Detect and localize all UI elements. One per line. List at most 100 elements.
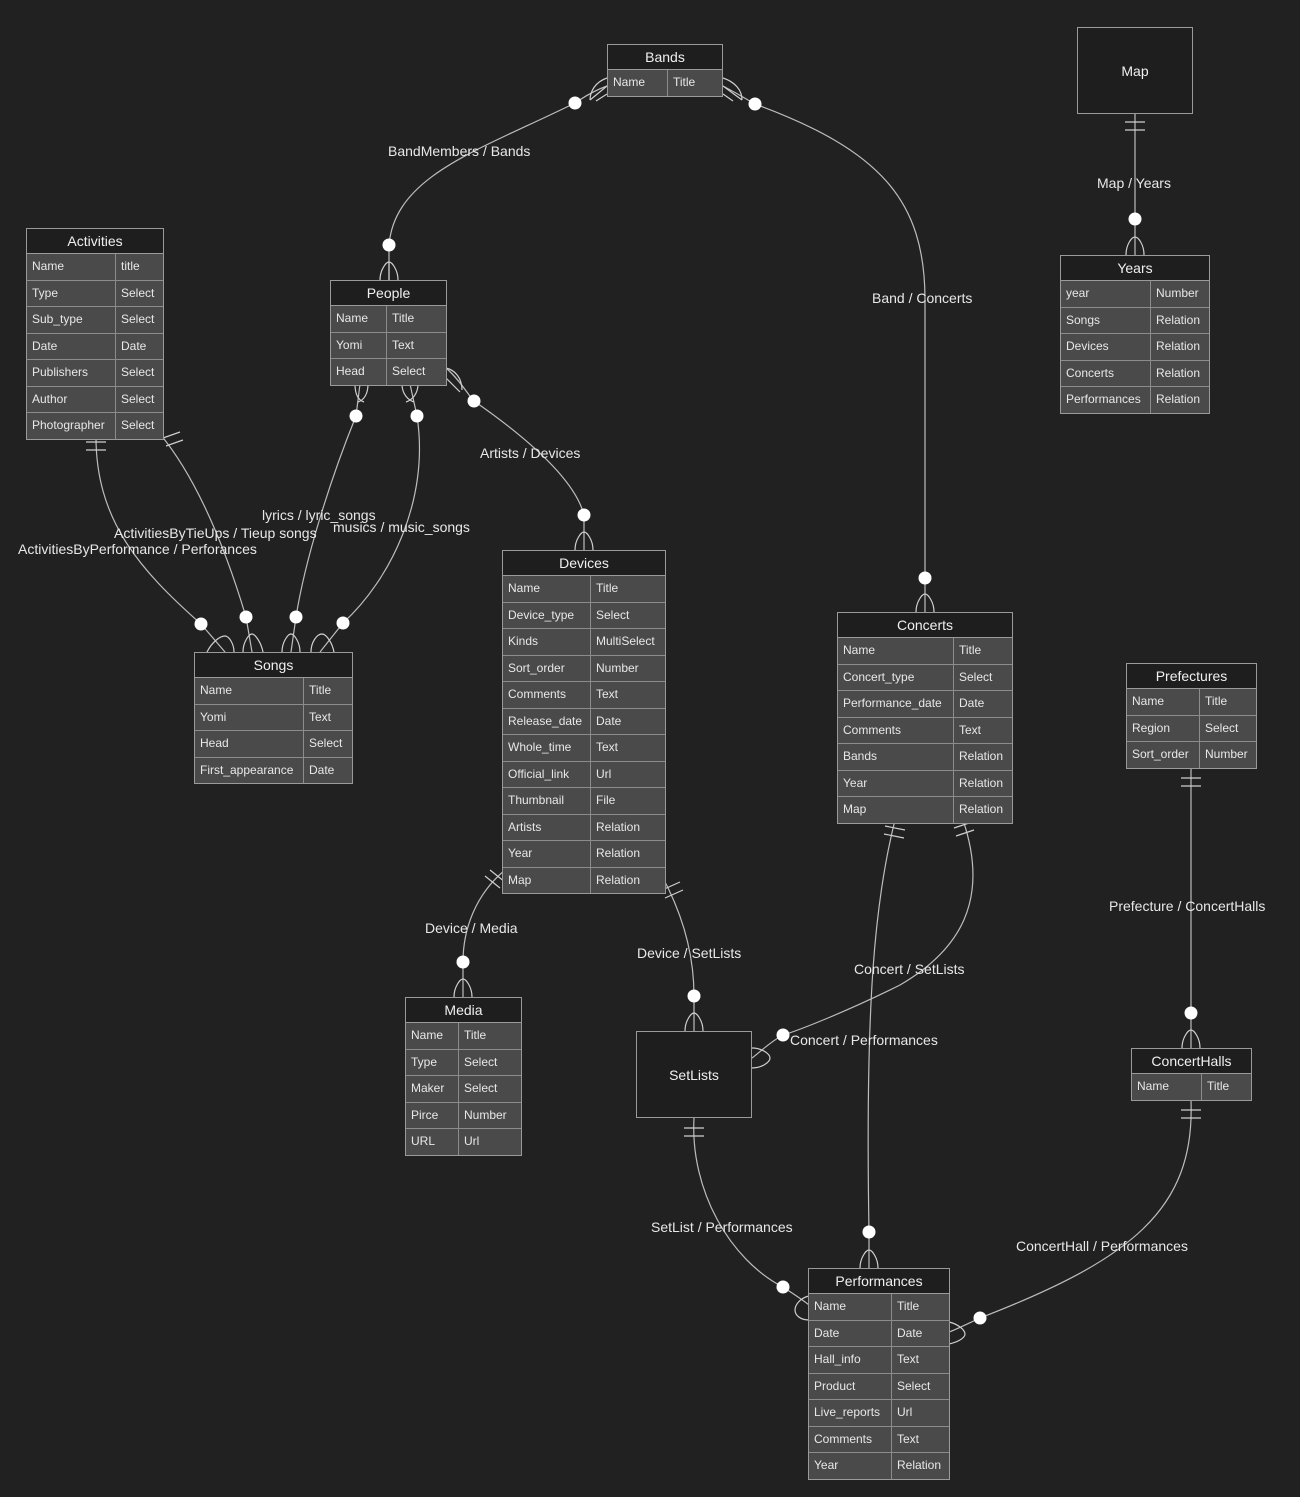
field-type: Select bbox=[116, 307, 163, 333]
field-name: Yomi bbox=[195, 704, 304, 730]
field-type: Relation bbox=[1151, 387, 1209, 413]
entity-prefectures-title: Prefectures bbox=[1127, 664, 1256, 689]
field-name: Photographer bbox=[27, 413, 116, 439]
field-name: Year bbox=[503, 841, 591, 867]
field-type: Date bbox=[954, 691, 1012, 717]
field-type: File bbox=[591, 788, 665, 814]
label-lyrics: lyrics / lyric_songs bbox=[262, 507, 376, 523]
field-name: Product bbox=[809, 1373, 892, 1399]
field-name: Author bbox=[27, 386, 116, 412]
entity-setlists[interactable]: SetLists bbox=[636, 1031, 752, 1118]
field-name: Date bbox=[27, 333, 116, 359]
field-type: Select bbox=[459, 1076, 521, 1102]
field-name: Name bbox=[838, 638, 954, 664]
entity-map[interactable]: Map bbox=[1077, 27, 1193, 114]
field-name: Type bbox=[406, 1049, 459, 1075]
field-name: Name bbox=[809, 1294, 892, 1320]
field-name: Device_type bbox=[503, 602, 591, 628]
field-type: Title bbox=[1200, 689, 1256, 715]
edge-band-concerts bbox=[722, 85, 926, 612]
field-type: Text bbox=[954, 717, 1012, 743]
entity-media-title: Media bbox=[406, 998, 521, 1023]
edge-concert-setlists bbox=[751, 819, 974, 1059]
field-name: Date bbox=[809, 1320, 892, 1346]
field-name: Artists bbox=[503, 814, 591, 840]
field-name: Map bbox=[503, 867, 591, 893]
field-type: Url bbox=[892, 1400, 949, 1426]
field-type: Title bbox=[591, 576, 665, 602]
field-type: Date bbox=[892, 1320, 949, 1346]
field-type: Relation bbox=[892, 1453, 949, 1479]
field-name: Comments bbox=[838, 717, 954, 743]
field-name: URL bbox=[406, 1129, 459, 1155]
entity-activities-title: Activities bbox=[27, 229, 163, 254]
field-type: Date bbox=[591, 708, 665, 734]
field-type: Title bbox=[459, 1023, 521, 1049]
label-artists-devices: Artists / Devices bbox=[480, 445, 581, 461]
many-markers bbox=[206, 77, 1201, 1345]
edge-musics bbox=[319, 383, 421, 653]
field-type: Relation bbox=[954, 770, 1012, 796]
label-tieups: ActivitiesByTieUps / Tieup songs bbox=[114, 525, 317, 541]
field-name: Concerts bbox=[1061, 360, 1151, 386]
field-type: Relation bbox=[591, 841, 665, 867]
field-type: Url bbox=[459, 1129, 521, 1155]
field-name: Name bbox=[195, 678, 304, 704]
field-type: Text bbox=[892, 1426, 949, 1452]
field-name: Pirce bbox=[406, 1102, 459, 1128]
field-name: Name bbox=[1132, 1074, 1202, 1100]
field-type: Relation bbox=[591, 814, 665, 840]
field-name: Concert_type bbox=[838, 664, 954, 690]
entity-concerthalls-title: ConcertHalls bbox=[1132, 1049, 1251, 1074]
edge-tieups bbox=[159, 433, 253, 653]
entity-bands-title: Bands bbox=[608, 45, 722, 70]
field-name: Year bbox=[838, 770, 954, 796]
field-type: Title bbox=[668, 70, 722, 96]
field-type: Url bbox=[591, 761, 665, 787]
field-type: Select bbox=[387, 359, 446, 385]
field-type: Relation bbox=[591, 867, 665, 893]
